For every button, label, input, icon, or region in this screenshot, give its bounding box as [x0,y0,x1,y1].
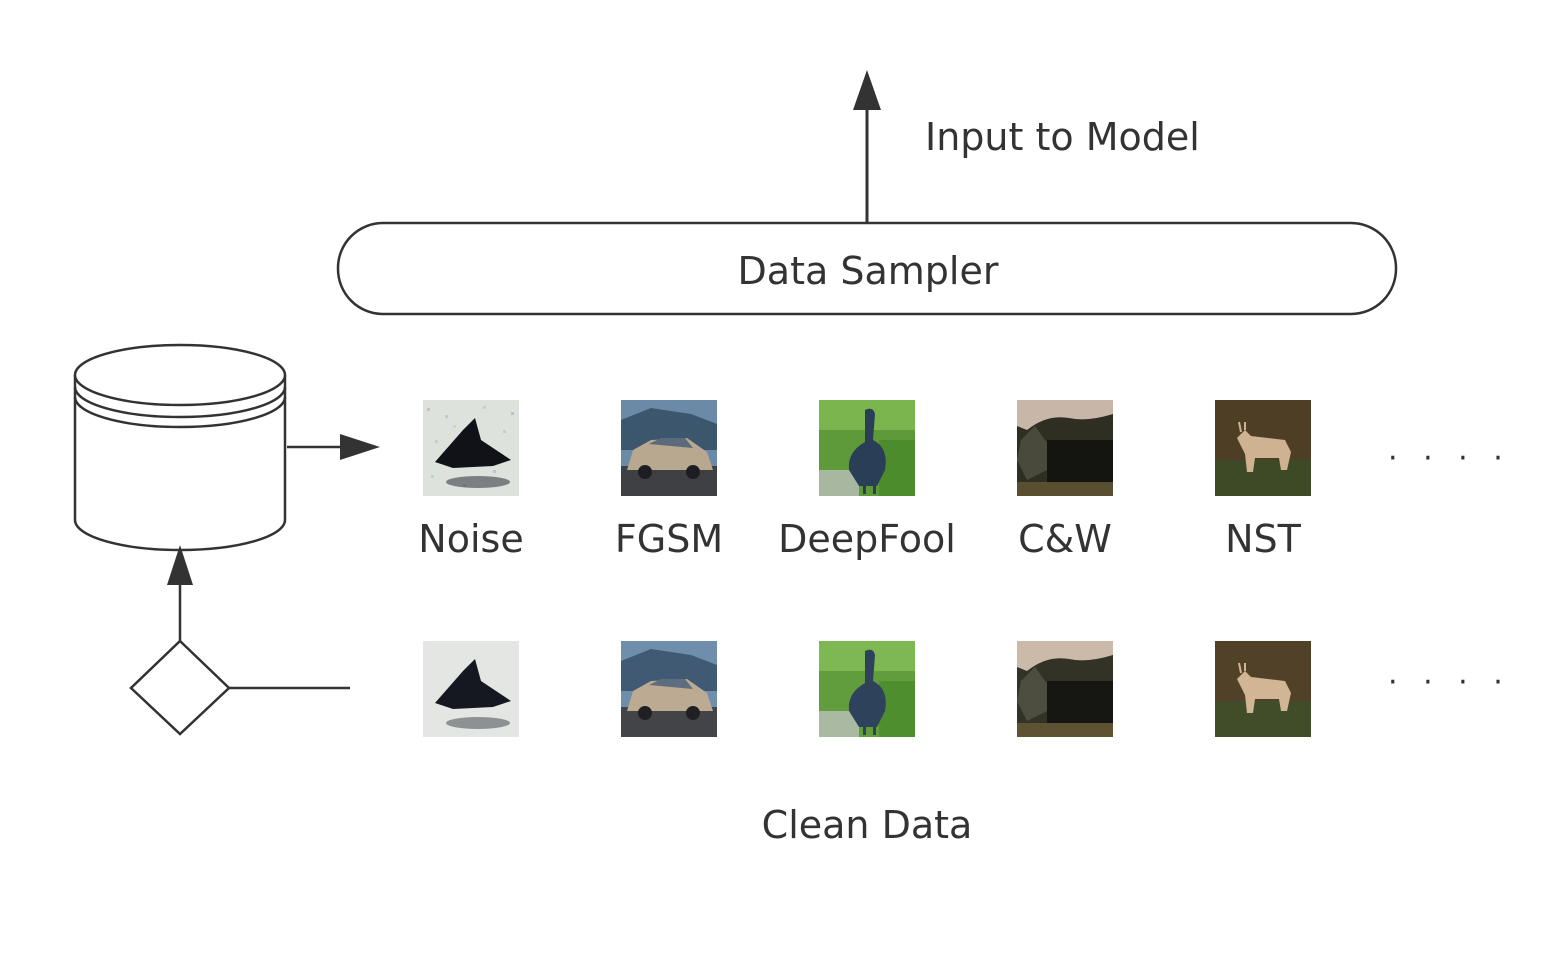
clean-thumb-airplane [423,641,519,737]
method-label-deepfool: DeepFool [778,517,956,561]
method-label-noise: Noise [418,517,524,561]
decision-diamond-icon [129,639,231,736]
airplane-image [423,641,519,737]
clean-thumb-deer [1215,641,1311,737]
deer-image [1215,641,1311,737]
adv-thumb-car [621,400,717,496]
adv-thumb-airplane [423,400,519,496]
cat-image [1017,400,1113,496]
database-arrowhead [340,434,380,460]
bird-image [819,641,915,737]
method-label-fgsm: FGSM [614,517,724,561]
output-label: Input to Model [925,115,1200,159]
adv-thumb-deer [1215,400,1311,496]
car-image [621,641,717,737]
clean-data-label: Clean Data [761,803,973,847]
car-image [621,400,717,496]
data-sampler-box [336,221,1398,316]
output-arrowhead [853,70,881,110]
adv-thumb-bird [819,400,915,496]
database-icon [73,343,287,552]
cat-image [1017,641,1113,737]
adv-thumb-cat [1017,400,1113,496]
clean-thumb-bird [819,641,915,737]
airplane-image [423,400,519,496]
data-sampler-label: Data Sampler [737,249,999,293]
clean-ellipsis: · · · · [1388,665,1511,700]
clean-thumb-cat [1017,641,1113,737]
bird-image [819,400,915,496]
method-label-cw: C&W [1018,517,1112,561]
deer-image [1215,400,1311,496]
clean-thumb-car [621,641,717,737]
adversarial-ellipsis: · · · · [1388,441,1511,476]
diamond-arrowhead [167,545,193,585]
method-label-nst: NST [1225,517,1301,561]
